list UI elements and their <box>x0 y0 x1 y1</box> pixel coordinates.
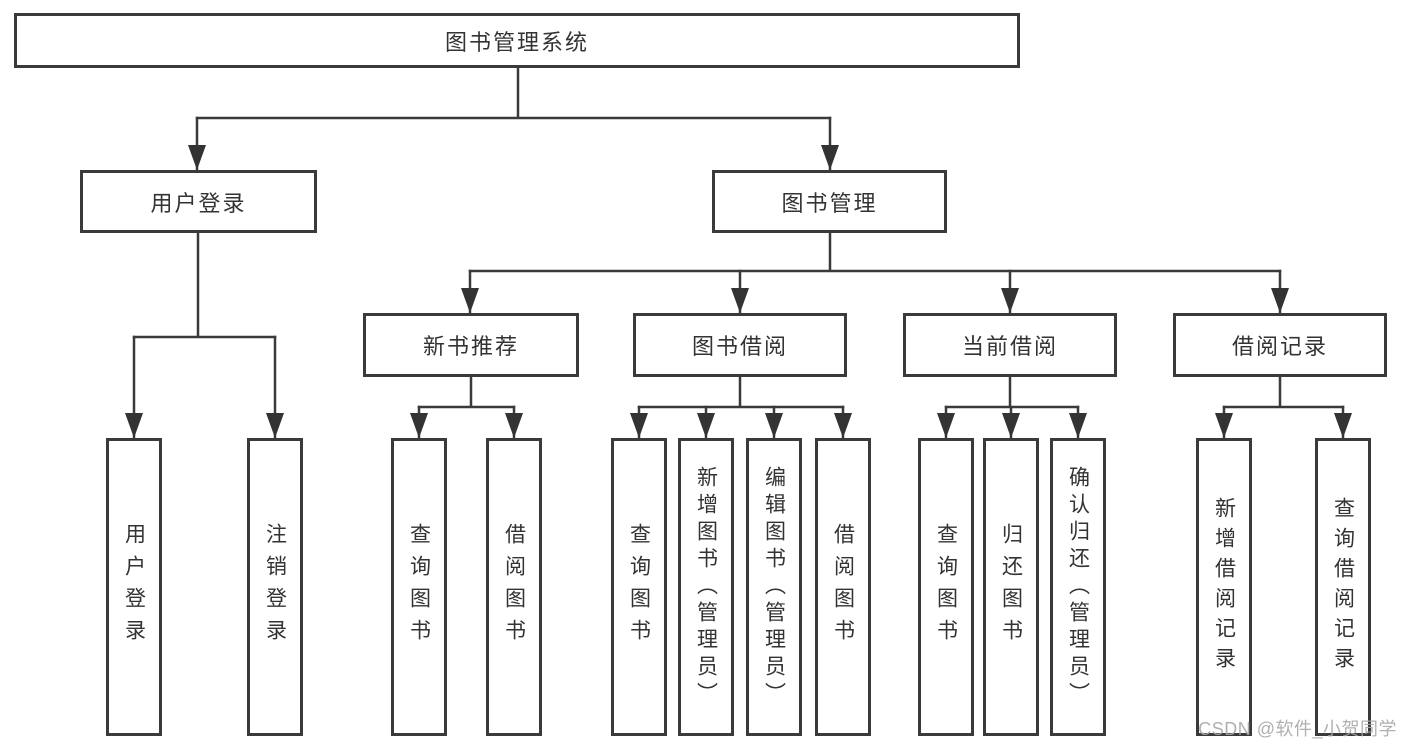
node-borrowing-records: 借阅记录 <box>1173 313 1387 377</box>
node-new-book-recommend: 新书推荐 <box>363 313 579 377</box>
node-user-login: 用户登录 <box>80 170 317 233</box>
node-library-management-system: 图书管理系统 <box>14 13 1020 68</box>
node-label: 图书借阅 <box>691 334 788 359</box>
leaf-query-books-recommend: 查询图书 <box>391 438 447 736</box>
node-label: 查询图书 <box>934 523 958 651</box>
node-label: 查询图书 <box>407 523 431 651</box>
leaf-query-borrow-record: 查询借阅记录 <box>1315 438 1371 736</box>
node-label: 注销登录 <box>263 523 287 651</box>
leaf-borrow-books: 借阅图书 <box>815 438 871 736</box>
node-label: 编辑图书（管理员） <box>762 465 786 709</box>
node-label: 用户登录 <box>150 190 247 216</box>
csdn-watermark: CSDN @软件_小贺同学 <box>1198 719 1397 739</box>
node-label: 图书管理 <box>781 190 878 216</box>
node-label: 归还图书 <box>999 523 1023 651</box>
node-label: 新增图书（管理员） <box>694 465 718 709</box>
node-label: 新增借阅记录 <box>1212 497 1236 677</box>
node-label: 用户登录 <box>122 523 146 651</box>
node-label: 借阅图书 <box>502 523 526 651</box>
leaf-confirm-return-admin: 确认归还（管理员） <box>1050 438 1106 736</box>
leaf-logout: 注销登录 <box>247 438 303 736</box>
node-label: 图书管理系统 <box>444 29 589 55</box>
node-label: 当前借阅 <box>961 334 1058 359</box>
node-label: 新书推荐 <box>422 334 519 359</box>
node-book-borrowing: 图书借阅 <box>633 313 847 377</box>
node-label: 查询图书 <box>627 523 651 651</box>
leaf-edit-book-admin: 编辑图书（管理员） <box>746 438 802 736</box>
leaf-query-books-borrowing: 查询图书 <box>611 438 667 736</box>
leaf-borrow-books-recommend: 借阅图书 <box>486 438 542 736</box>
node-label: 借阅记录 <box>1231 334 1328 359</box>
node-label: 借阅图书 <box>831 523 855 651</box>
leaf-user-login: 用户登录 <box>106 438 162 736</box>
leaf-return-book: 归还图书 <box>983 438 1039 736</box>
node-book-management: 图书管理 <box>712 170 947 233</box>
node-label: 确认归还（管理员） <box>1066 465 1090 709</box>
node-label: 查询借阅记录 <box>1331 497 1355 677</box>
node-current-borrowing: 当前借阅 <box>903 313 1117 377</box>
leaf-query-books-current: 查询图书 <box>918 438 974 736</box>
leaf-add-book-admin: 新增图书（管理员） <box>678 438 734 736</box>
leaf-add-borrow-record: 新增借阅记录 <box>1196 438 1252 736</box>
